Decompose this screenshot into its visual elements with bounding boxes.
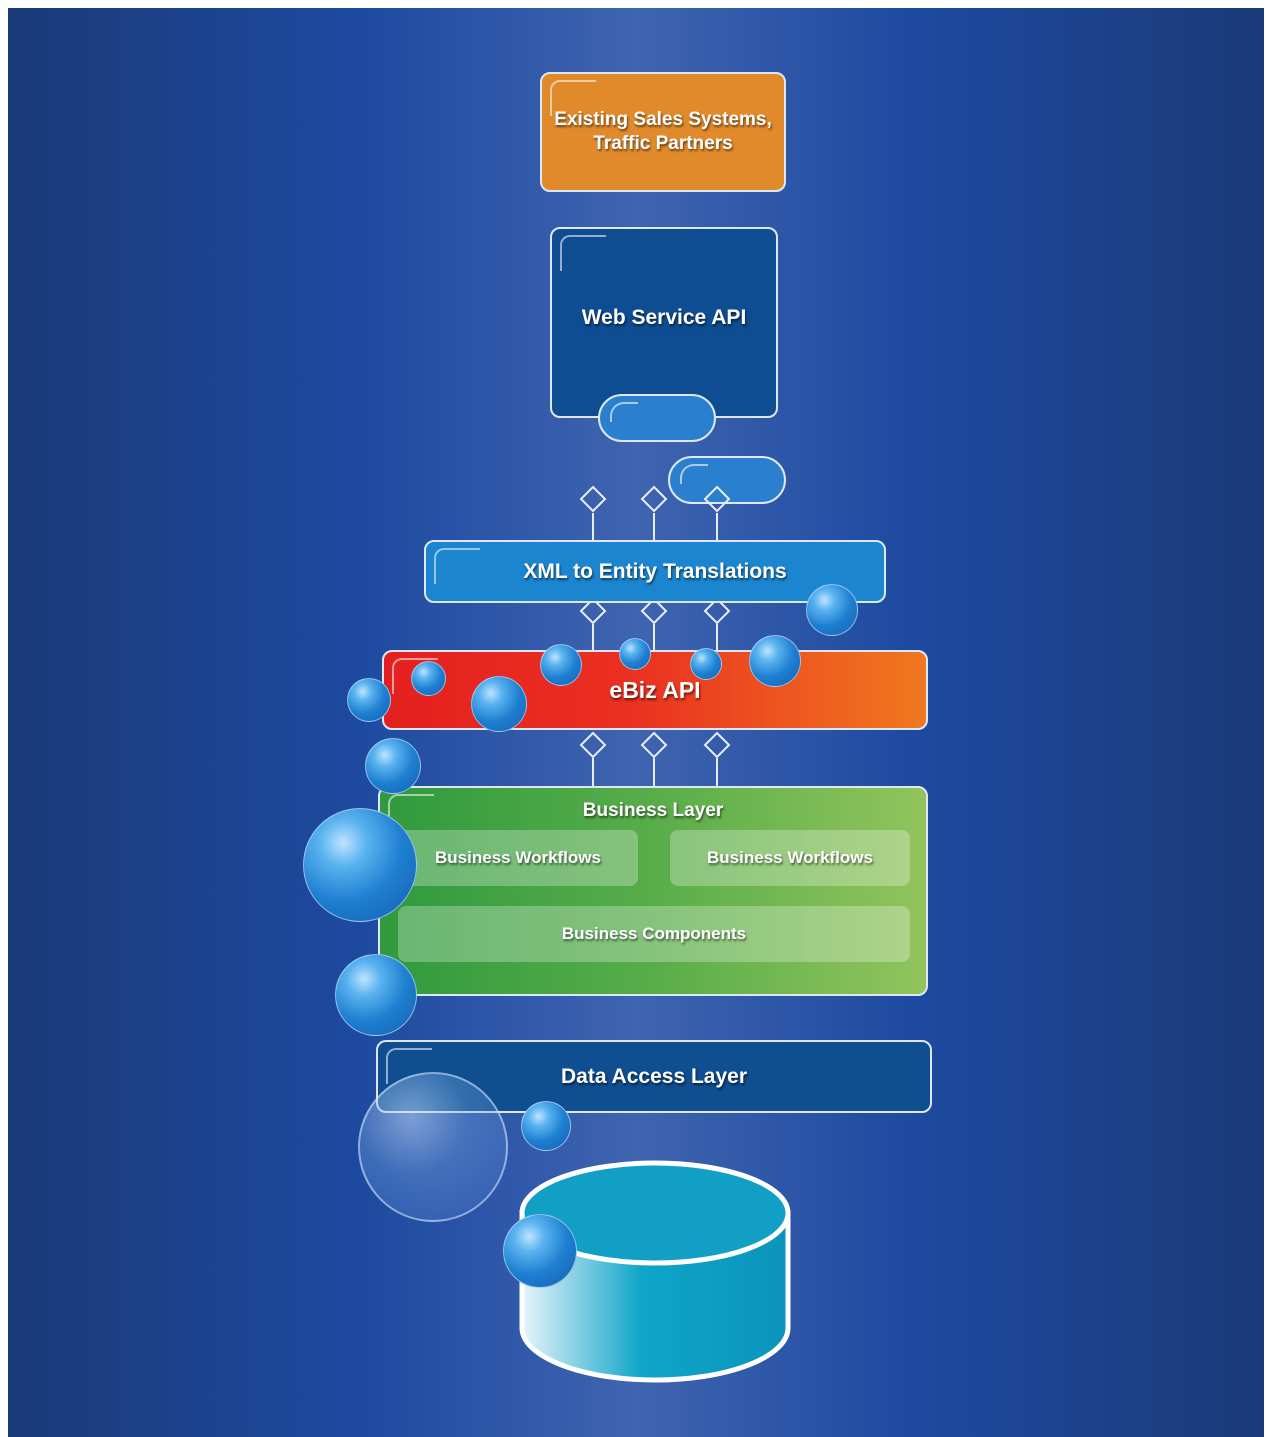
web-service-api-box: Web Service API <box>550 227 778 418</box>
decorative-bubble <box>365 738 421 794</box>
decorative-bubble <box>540 644 582 686</box>
sales-systems-label-line2: Traffic Partners <box>593 133 733 154</box>
decorative-bubble <box>335 954 417 1036</box>
web-service-api-label: Web Service API <box>581 305 747 329</box>
xml-translations-label: XML to Entity Translations <box>523 559 787 583</box>
business-components-label: Business Components <box>561 924 747 943</box>
business-workflows-right-label: Business Workflows <box>707 848 873 867</box>
data-access-layer-label: Data Access Layer <box>560 1064 747 1088</box>
aggregation-diamond <box>703 597 731 625</box>
decorative-bubble <box>690 648 722 680</box>
decorative-bubble <box>411 661 446 696</box>
business-workflows-left-label: Business Workflows <box>435 848 601 867</box>
sales-systems-label: Existing Sales Systems, Traffic Partners <box>554 108 772 156</box>
database-top <box>519 1160 791 1266</box>
aggregation-diamond <box>579 485 607 513</box>
business-layer-label: Business Layer <box>582 800 724 821</box>
ebiz-api-label: eBiz API <box>609 676 701 703</box>
aggregation-diamond <box>703 731 731 759</box>
decorative-bubble <box>503 1214 577 1288</box>
decorative-bubble <box>749 635 801 687</box>
database-cylinder-icon <box>519 1160 791 1383</box>
aggregation-diamond <box>703 485 731 513</box>
aggregation-diamond <box>640 485 668 513</box>
aggregation-diamond <box>640 731 668 759</box>
business-workflows-left-box: Business Workflows <box>398 830 638 886</box>
decorative-bubble <box>471 676 527 732</box>
sales-systems-box: Existing Sales Systems, Traffic Partners <box>540 72 786 192</box>
decorative-bubble <box>358 1072 508 1222</box>
business-workflows-right-box: Business Workflows <box>670 830 910 886</box>
business-layer-box: Business Layer Business Workflows Busine… <box>378 786 928 996</box>
aggregation-diamond <box>579 597 607 625</box>
connector-pill-lower <box>598 394 716 442</box>
connector-lines <box>579 485 731 787</box>
business-components-box: Business Components <box>398 906 910 962</box>
aggregation-diamond <box>640 597 668 625</box>
aggregation-diamond <box>579 731 607 759</box>
ebiz-api-box: eBiz API <box>382 650 928 730</box>
decorative-bubble <box>619 638 651 670</box>
decorative-bubble <box>806 584 858 636</box>
decorative-bubble <box>347 678 391 722</box>
diagram-canvas: Existing Sales Systems, Traffic Partners… <box>8 8 1264 1437</box>
sales-systems-label-line1: Existing Sales Systems, <box>554 109 772 130</box>
decorative-bubble <box>521 1101 571 1151</box>
xml-translations-box: XML to Entity Translations <box>424 540 886 603</box>
decorative-bubble <box>303 808 417 922</box>
